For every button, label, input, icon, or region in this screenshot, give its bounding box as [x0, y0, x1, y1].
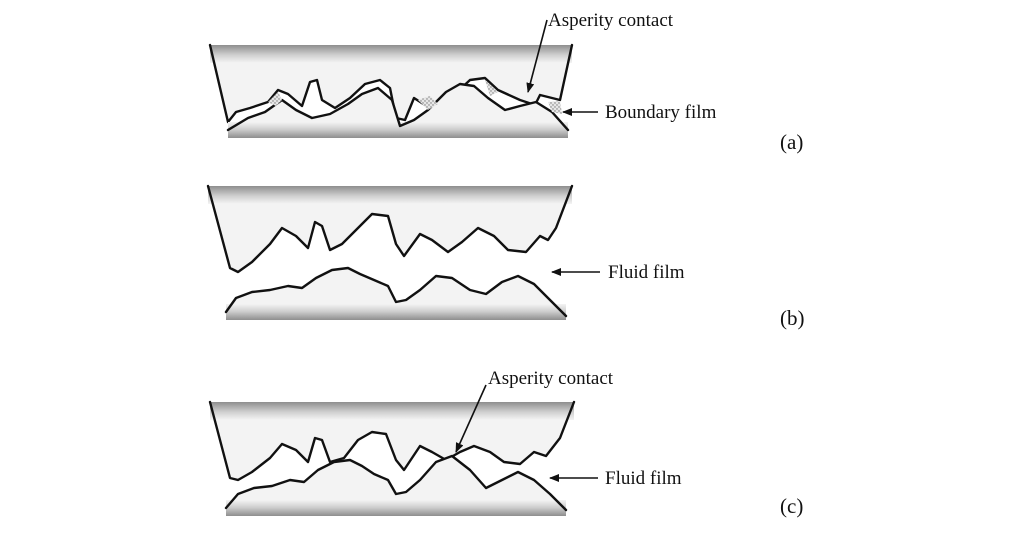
- boundary-film-patch: [418, 96, 438, 110]
- upper-body-b: [208, 186, 572, 272]
- upper-body-c: [210, 402, 574, 480]
- upper-band-b: [208, 186, 572, 204]
- lower-surface-b: [224, 266, 568, 318]
- panel-label-b: (b): [780, 306, 805, 330]
- upper-surface-c: [208, 400, 576, 482]
- upper-band-c: [210, 402, 574, 420]
- lower-surface-a: [226, 82, 570, 132]
- fluid-film-label-c: Fluid film: [605, 468, 682, 489]
- boundary-film-patch: [548, 101, 562, 114]
- upper-body-a: [210, 45, 572, 122]
- panel-label-a: (a): [780, 130, 803, 154]
- panel-label-c: (c): [780, 494, 803, 518]
- asperity-contact-label: Asperity contact: [548, 10, 674, 31]
- fluid-film-label: Fluid film: [608, 262, 685, 283]
- boundary-film-patch: [485, 80, 498, 96]
- panel-c: Asperity contact Fluid film (c): [208, 368, 803, 518]
- lower-band-b: [226, 304, 566, 320]
- panel-b: Fluid film (b): [206, 184, 805, 330]
- upper-surface-b: [206, 184, 574, 274]
- asperity-contact-arrow-c: [455, 384, 487, 453]
- upper-surface-a: [208, 43, 574, 124]
- asperity-contact-arrow: [526, 19, 548, 93]
- panel-a: Asperity contact Boundary film (a): [208, 10, 803, 154]
- lower-surface-c: [224, 454, 568, 512]
- lower-band-c: [226, 500, 566, 516]
- upper-band-a: [210, 45, 572, 63]
- asperity-contact-label-c: Asperity contact: [488, 368, 614, 389]
- boundary-film-label: Boundary film: [605, 102, 717, 123]
- boundary-film-patch: [268, 92, 282, 106]
- lower-band-a: [228, 122, 568, 138]
